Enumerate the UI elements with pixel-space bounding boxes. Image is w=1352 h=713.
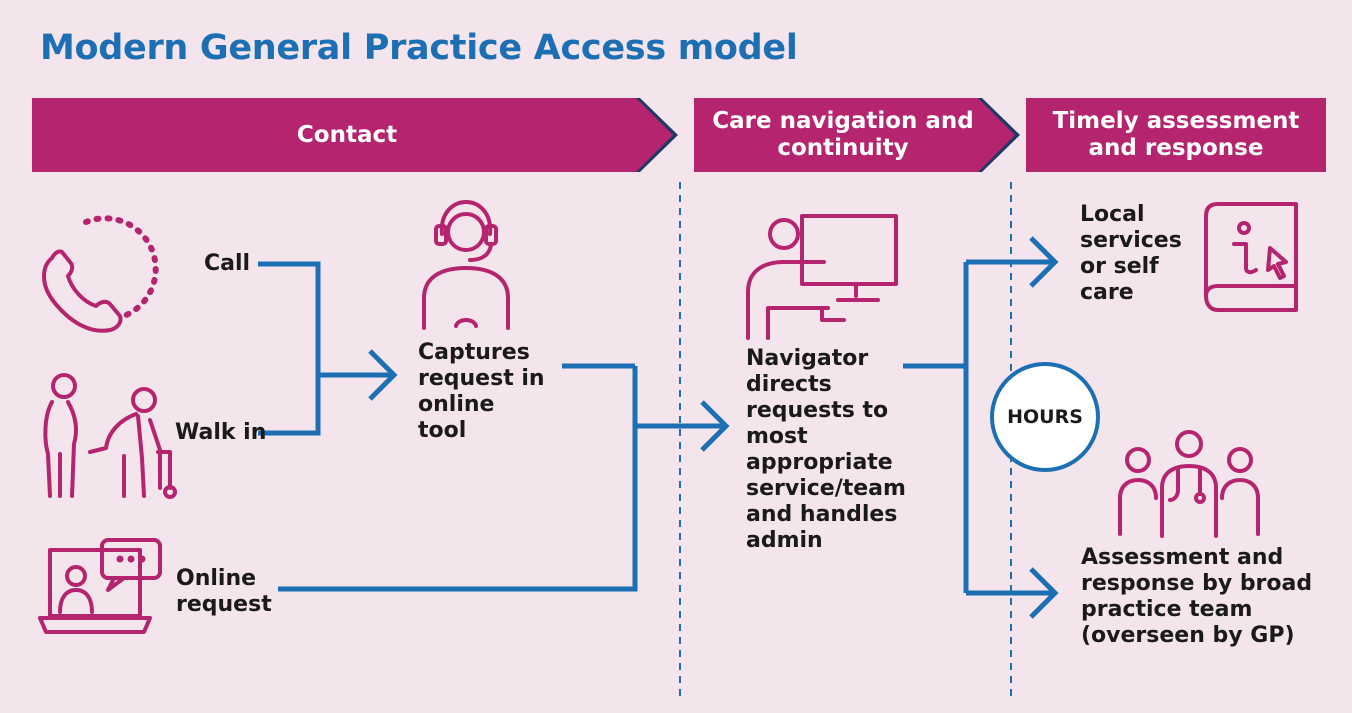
practice-team-icon	[1118, 430, 1260, 538]
navigator-label: Navigator directs requests to most appro…	[746, 346, 906, 553]
laptop-online-icon	[38, 538, 162, 634]
capture-request-label: Captures request in online tool	[418, 340, 545, 443]
diagram-title: Modern General Practice Access model	[40, 28, 798, 68]
outcome-practice-team-label: Assessment and response by broad practic…	[1081, 545, 1313, 648]
stage-care-navigation-banner: Care navigation and continuity	[694, 98, 1020, 172]
stage-contact-label: Contact	[296, 121, 398, 148]
channel-walk-in-label: Walk in	[175, 420, 267, 445]
outcome-local-services-label: Local services or self care	[1080, 202, 1182, 305]
stage-contact-banner: Contact	[32, 98, 678, 172]
navigator-computer-icon	[746, 214, 898, 340]
stage-timely-assessment-label: Timely assessment and response	[1052, 108, 1300, 161]
walk-in-people-icon	[43, 373, 177, 499]
channel-call-label: Call	[204, 251, 251, 276]
hours-badge: HOURS	[990, 362, 1100, 472]
information-book-icon	[1204, 202, 1298, 312]
headset-operator-icon	[422, 200, 510, 330]
stage-timely-assessment-banner: Timely assessment and response	[1026, 98, 1326, 172]
stage-care-navigation-label: Care navigation and continuity	[712, 108, 974, 161]
channel-online-request-label: Online request	[176, 566, 272, 617]
phone-clock-icon	[42, 215, 159, 333]
